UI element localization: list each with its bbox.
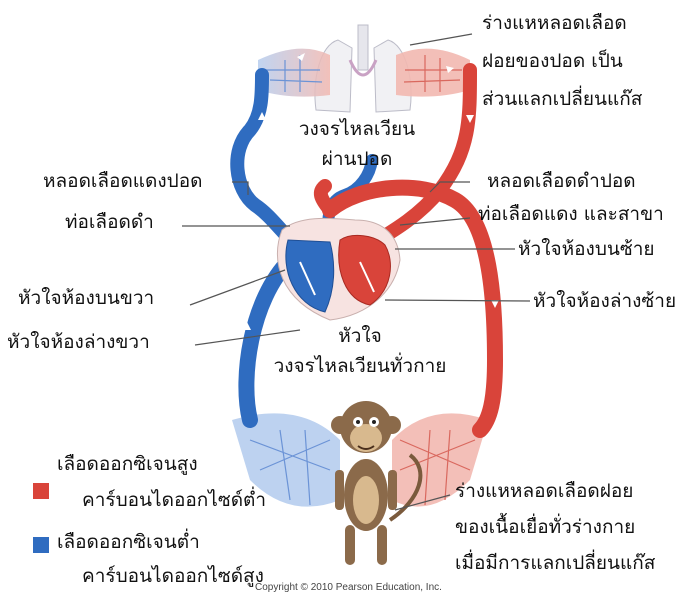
label-right-ventricle: หัวใจห้องล่างขวา <box>7 333 150 352</box>
legend-red-line1: เลือดออกซิเจนสูง <box>57 455 198 474</box>
label-body-capillaries-1: ร่างแหหลอดเลือดฝอย <box>455 482 633 501</box>
heart <box>277 218 400 320</box>
label-pulmonary-circuit-2: ผ่านปอด <box>282 150 432 169</box>
legend-red-swatch <box>33 483 49 499</box>
legend-blue-line1: เลือดออกซิเจนต่ำ <box>57 533 200 552</box>
label-vena-cava: ท่อเลือดดำ <box>65 213 154 232</box>
label-systemic-circuit: วงจรไหลเวียนทั่วกาย <box>250 357 470 376</box>
label-pulmonary-artery: หลอดเลือดแดงปอด <box>43 172 202 191</box>
legend-blue-line2: คาร์บอนไดออกไซด์สูง <box>82 567 264 586</box>
label-body-capillaries-3: เมื่อมีการแลกเปลี่ยนแก๊ส <box>455 554 655 573</box>
label-pulmonary-circuit-1: วงจรไหลเวียน <box>282 120 432 139</box>
label-lung-capillaries-1: ร่างแหหลอดเลือด <box>482 14 627 33</box>
label-heart: หัวใจ <box>330 327 390 346</box>
label-body-capillaries-2: ของเนื้อเยื่อทั่วร่างกาย <box>455 518 635 537</box>
label-left-atrium: หัวใจห้องบนซ้าย <box>518 240 655 259</box>
label-right-atrium: หัวใจห้องบนขวา <box>18 289 154 308</box>
label-lung-capillaries-3: ส่วนแลกเปลี่ยนแก๊ส <box>482 90 642 109</box>
label-left-ventricle: หัวใจห้องล่างซ้าย <box>533 292 676 311</box>
legend-red-line2: คาร์บอนไดออกไซด์ต่ำ <box>82 491 266 510</box>
label-lung-capillaries-2: ฝอยของปอด เป็น <box>482 52 623 71</box>
copyright-text: Copyright © 2010 Pearson Education, Inc. <box>255 582 442 593</box>
label-aorta: ท่อเลือดแดง และสาขา <box>478 205 664 224</box>
label-pulmonary-vein: หลอดเลือดดำปอด <box>487 172 636 191</box>
legend-blue-swatch <box>33 537 49 553</box>
